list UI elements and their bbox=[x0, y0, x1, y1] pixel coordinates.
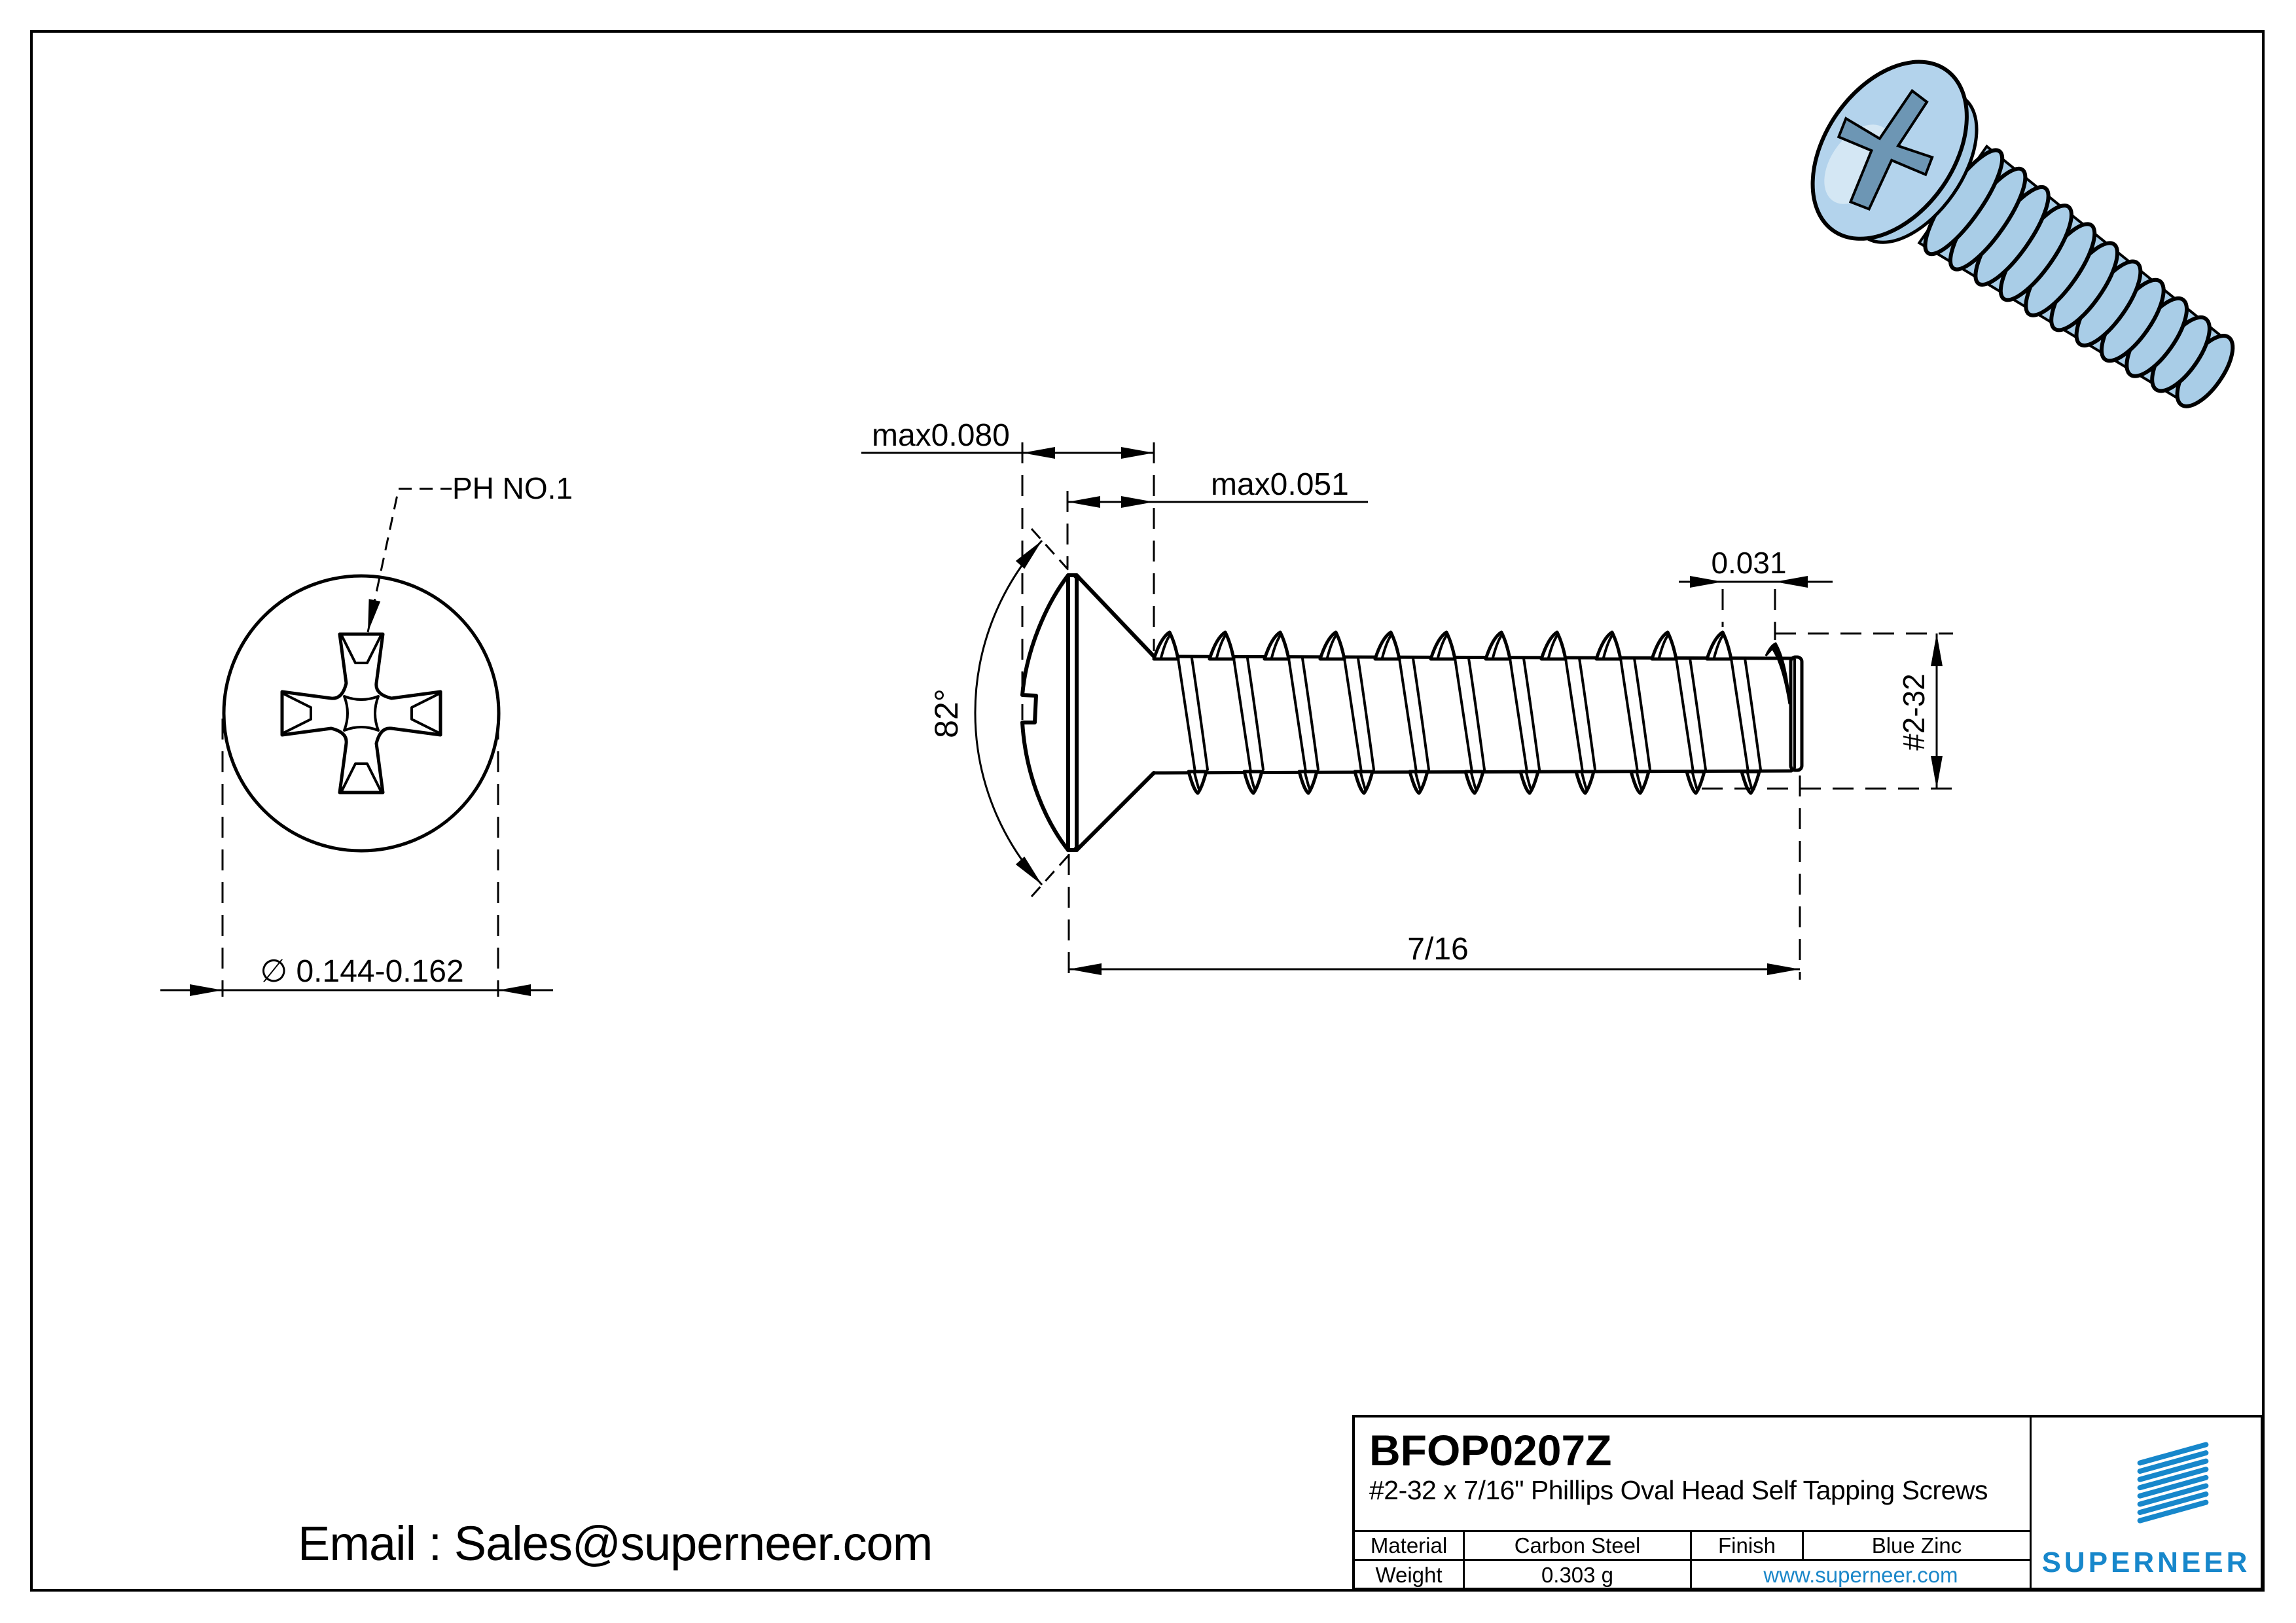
screw-3d-phillips-cross bbox=[1837, 88, 1934, 211]
website-link[interactable]: www.superneer.com bbox=[1690, 1561, 2030, 1590]
finish-label: Finish bbox=[1690, 1532, 1802, 1559]
head-dome-profile bbox=[1020, 573, 1070, 852]
dim-head-height-label: max0.080 bbox=[872, 418, 1010, 453]
table-row: Weight 0.303 g www.superneer.com bbox=[1355, 1561, 2030, 1590]
dim-pitch-label: 0.031 bbox=[1711, 546, 1786, 580]
dim-head-height: max0.080 bbox=[861, 418, 1155, 720]
head-outline-circle bbox=[222, 574, 501, 853]
end-thread-wrap bbox=[1765, 642, 1791, 705]
email-line: Email : Sales@superneer.com bbox=[298, 1516, 933, 1571]
material-label: Material bbox=[1370, 1533, 1448, 1558]
dim-thread-size: #2-32 bbox=[1702, 632, 1953, 790]
dim-angle-label: 82° bbox=[928, 688, 965, 738]
logo-cell: SUPERNEER bbox=[2030, 1418, 2261, 1588]
ph-leader-line bbox=[367, 488, 452, 633]
dim-length-label: 7/16 bbox=[1407, 932, 1468, 967]
sheet-border bbox=[30, 30, 2265, 1592]
dim-head-top-label: max0.051 bbox=[1211, 467, 1349, 502]
dim-head-top-height: max0.051 bbox=[1066, 467, 1368, 568]
dim-thread-pitch: 0.031 bbox=[1679, 546, 1833, 640]
screw-side-view: max0.080 max0.051 82° bbox=[861, 418, 1953, 980]
screw-3d-render bbox=[1810, 60, 2235, 408]
superneer-logo-icon bbox=[2137, 1442, 2209, 1524]
material-value: Carbon Steel bbox=[1463, 1532, 1690, 1559]
phillips-recess bbox=[280, 632, 442, 794]
part-number: BFOP0207Z bbox=[1369, 1426, 1612, 1474]
title-block: BFOP0207Z #2-32 x 7/16" Phillips Oval He… bbox=[1352, 1415, 2263, 1590]
brand-wordmark: SUPERNEER bbox=[2041, 1546, 2251, 1578]
spec-table: Material Carbon Steel Finish Blue Zinc W… bbox=[1355, 1530, 2030, 1590]
dim-head-angle: 82° bbox=[928, 527, 1079, 898]
head-diameter-label: ∅ 0.144-0.162 bbox=[260, 954, 463, 989]
dim-thread-size-label: #2-32 bbox=[1897, 673, 1931, 751]
title-block-main: BFOP0207Z #2-32 x 7/16" Phillips Oval He… bbox=[1355, 1418, 2030, 1590]
finish-value: Blue Zinc bbox=[1802, 1532, 2030, 1559]
head-top-view: PH NO.1 ∅ 0.144-0.162 bbox=[160, 471, 573, 997]
part-description: #2-32 x 7/16" Phillips Oval Head Self Ta… bbox=[1369, 1475, 1988, 1506]
weight-value: 0.303 g bbox=[1463, 1561, 1690, 1590]
dim-length: 7/16 bbox=[1067, 776, 1801, 980]
ph-drive-label: PH NO.1 bbox=[452, 471, 573, 505]
table-row: Material Carbon Steel Finish Blue Zinc bbox=[1355, 1532, 2030, 1561]
screw-end-face bbox=[1789, 655, 1804, 772]
weight-label: Weight bbox=[1375, 1563, 1443, 1587]
